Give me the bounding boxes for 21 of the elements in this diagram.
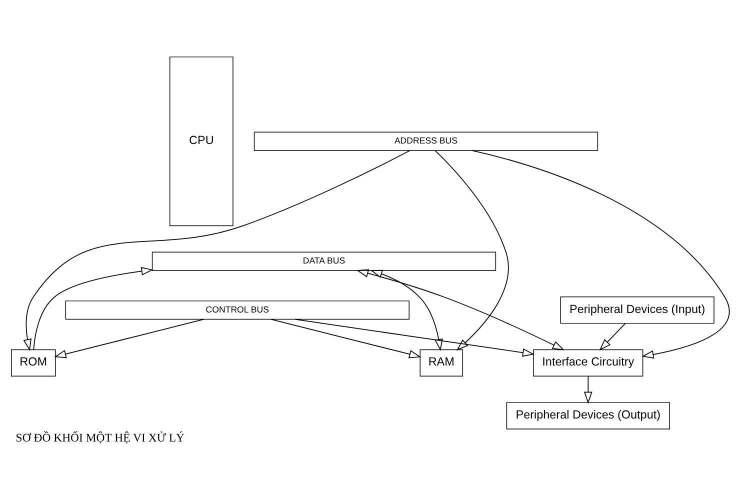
arrow xyxy=(599,322,626,350)
arrow xyxy=(434,150,509,350)
arrow xyxy=(356,268,564,350)
node-box: ADDRESS BUS xyxy=(254,131,598,150)
node-box: CONTROL BUS xyxy=(65,300,410,320)
caption: SƠ ĐỒ KHỐI MỘT HỆ VI XỬ LÝ xyxy=(16,430,185,444)
arrow xyxy=(33,266,154,350)
node-box: Interface Circuitry xyxy=(533,348,644,376)
node-box: CPU xyxy=(170,56,234,226)
arrow xyxy=(370,269,443,351)
node-box: Peripheral Devices (Output) xyxy=(506,402,670,429)
arrow xyxy=(294,318,535,356)
node-box: Peripheral Devices (Input) xyxy=(560,296,714,324)
node-box: ROM xyxy=(11,348,56,376)
node-box: RAM xyxy=(420,348,464,376)
arrow xyxy=(23,150,410,351)
arrow xyxy=(54,318,204,358)
arrow xyxy=(472,150,730,358)
node-box: DATA BUS xyxy=(152,251,496,270)
arrow xyxy=(584,375,592,404)
arrow xyxy=(270,318,422,358)
